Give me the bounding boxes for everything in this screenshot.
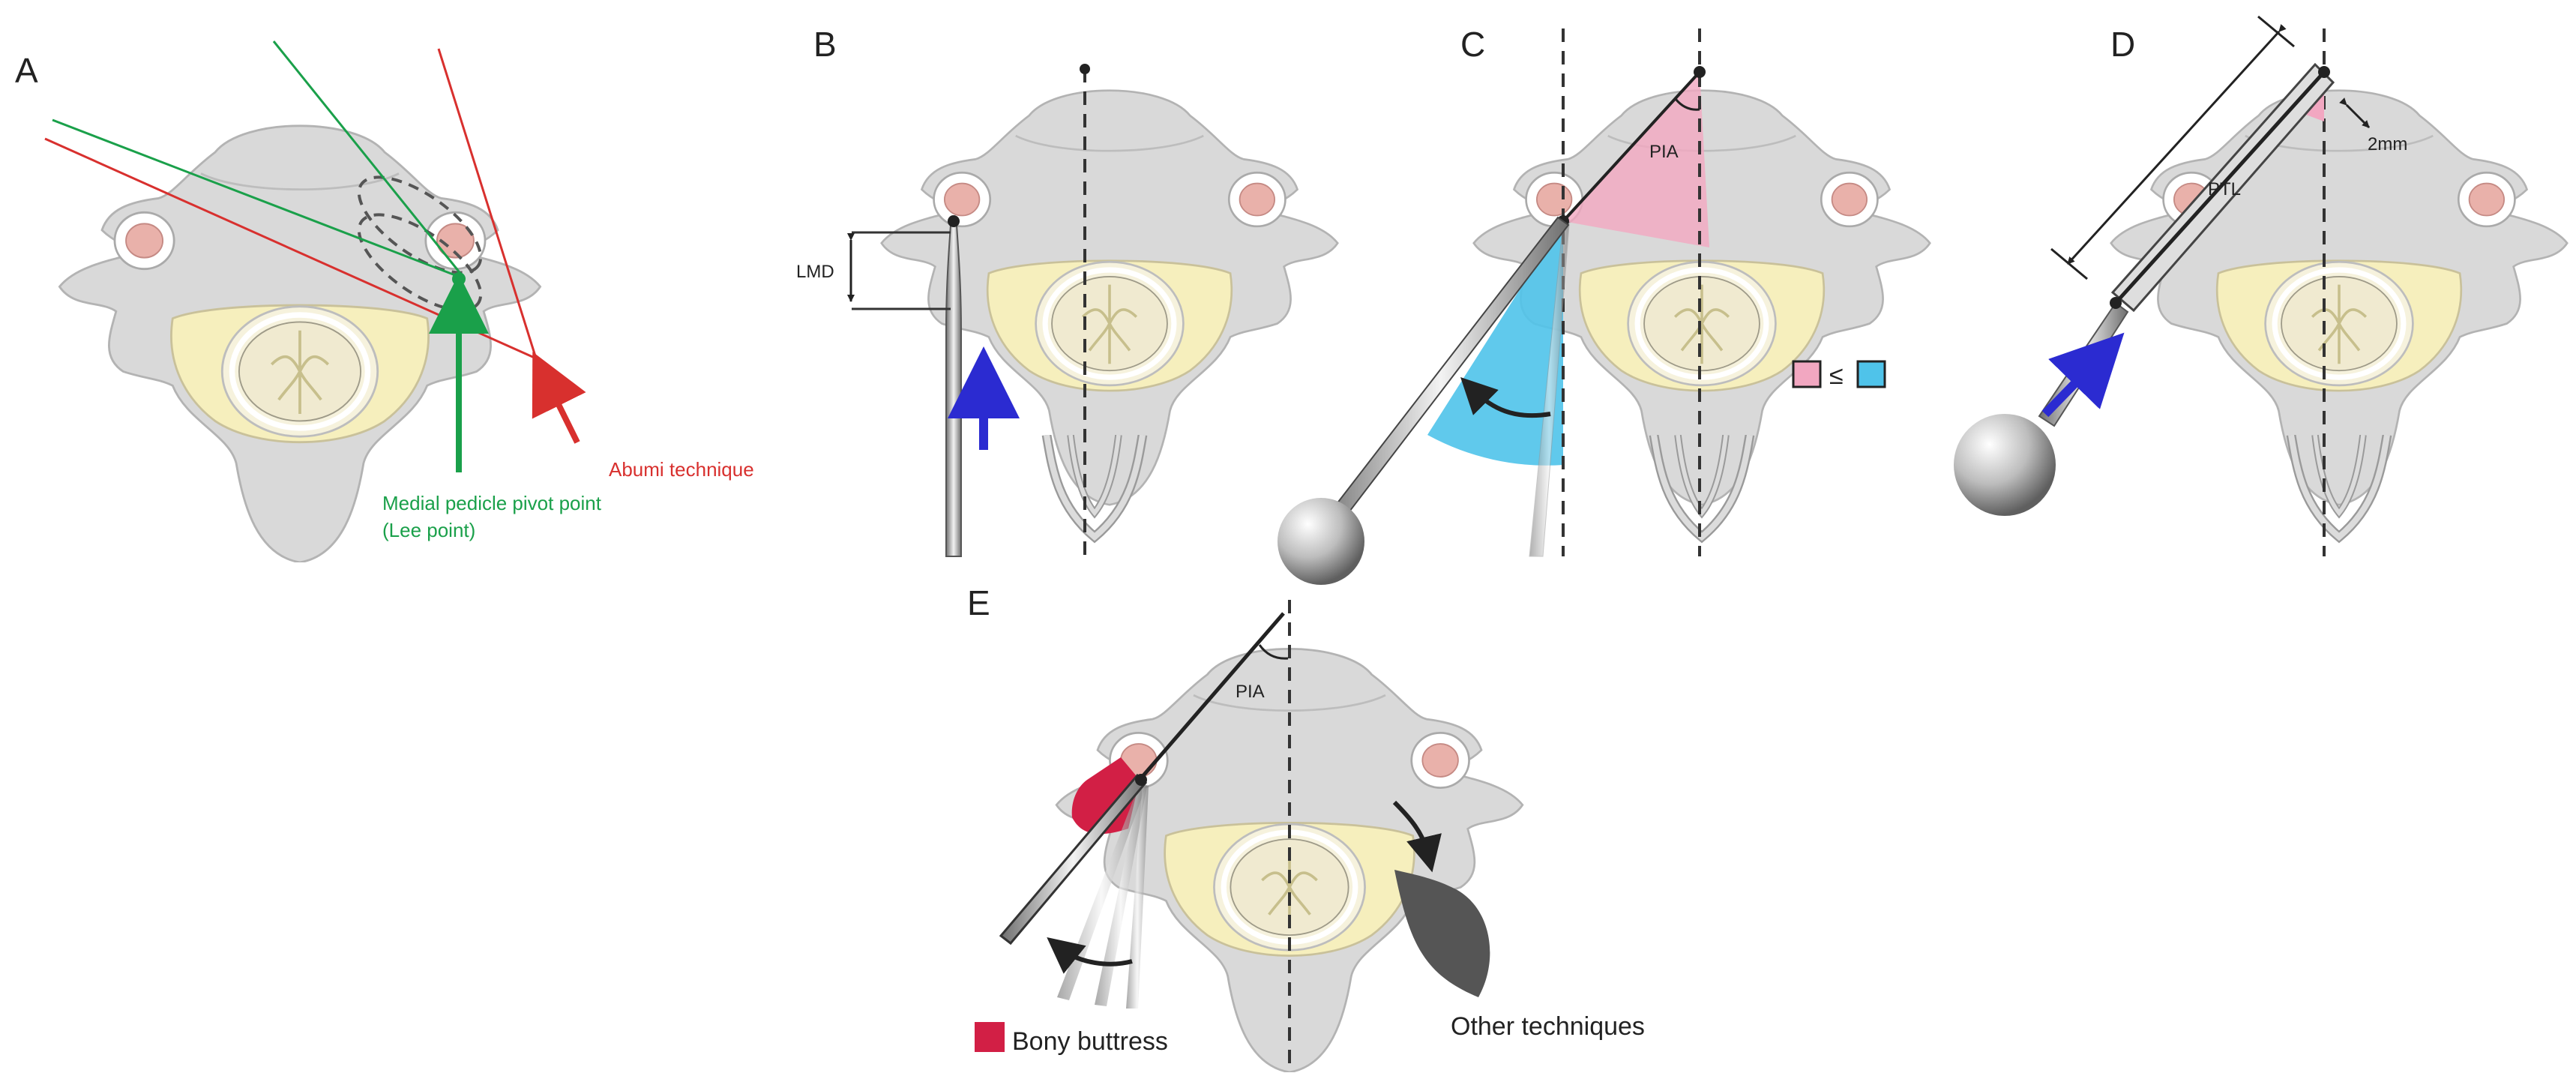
bony-buttress-legend-swatch — [975, 1022, 1005, 1052]
midline-point-d — [2318, 66, 2330, 78]
lee-point-marker — [452, 272, 466, 286]
panel-a: A Abumi technique Medial pedicle pivot p… — [15, 40, 754, 562]
pia-label-c: PIA — [1649, 142, 1679, 162]
probe-handle-c — [1278, 498, 1364, 585]
entry-point-d — [2110, 297, 2122, 309]
rotate-arrow-c — [1460, 377, 1551, 418]
panel-c-letter: C — [1460, 25, 1485, 64]
ptl-tick-top — [2257, 15, 2295, 48]
pia-label-e: PIA — [1236, 682, 1265, 702]
pivot-point-e — [1135, 774, 1147, 786]
ptl-label: PTL — [2208, 179, 2241, 199]
advance-arrow-d — [2041, 332, 2125, 418]
other-techniques-arrow — [1392, 800, 1442, 873]
lee-point-label-line2: (Lee point) — [382, 519, 475, 541]
2mm-label: 2mm — [2368, 134, 2407, 154]
other-techniques-label: Other techniques — [1451, 1012, 1645, 1041]
2mm-dimension — [2339, 97, 2371, 129]
panel-b: B LMD — [796, 25, 1337, 557]
rotate-arrow-e — [1047, 937, 1133, 974]
panel-b-letter: B — [813, 25, 837, 64]
panel-d-letter: D — [2110, 25, 2135, 64]
pia-arc-e — [1258, 644, 1289, 660]
bony-buttress-shape — [1071, 757, 1140, 835]
panel-e: E PIA Bony buttress Other techniques — [967, 583, 1645, 1072]
ptl-dimension — [2066, 23, 2287, 265]
lee-point-label-line1: Medial pedicle pivot point — [382, 492, 602, 514]
pia-wedge — [1563, 72, 1709, 247]
probe-ghost-e-3 — [1126, 784, 1149, 1009]
probe-ghost-e-2 — [1095, 784, 1147, 1006]
abumi-arrow — [532, 352, 586, 444]
lmd-label: LMD — [796, 262, 834, 282]
pia-line-e — [1138, 612, 1285, 781]
pia-line-c — [1562, 70, 1701, 223]
abumi-technique-label: Abumi technique — [609, 458, 754, 481]
other-techniques-shape — [1394, 870, 1490, 997]
panel-c: C PIA ≤ — [1278, 25, 1930, 585]
legend-blue-swatch — [1856, 360, 1886, 388]
lee-trajectory-line-2 — [272, 40, 466, 280]
panel-a-letter: A — [15, 51, 38, 90]
probe-tip-b — [948, 215, 960, 227]
midline-point-c — [1694, 66, 1706, 78]
abumi-trajectory-line-2 — [437, 48, 538, 359]
probe-handle-d — [1954, 414, 2056, 516]
probe-b — [945, 224, 962, 557]
legend-pink-swatch — [1792, 360, 1822, 388]
vertebra-d — [2111, 91, 2567, 505]
panel-d: D PTL 2mm — [1954, 15, 2567, 556]
screw-trajectory-outline-upper — [357, 175, 483, 274]
bony-buttress-legend-label: Bony buttress — [1012, 1027, 1168, 1056]
panel-e-letter: E — [967, 583, 990, 622]
midline-point-b — [1080, 64, 1090, 74]
lee-trajectory-line-1 — [52, 118, 466, 280]
legend-compare-symbol: ≤ — [1829, 361, 1844, 390]
ptl-tick-bottom — [2050, 247, 2088, 280]
pia-arc-c — [1674, 98, 1700, 111]
